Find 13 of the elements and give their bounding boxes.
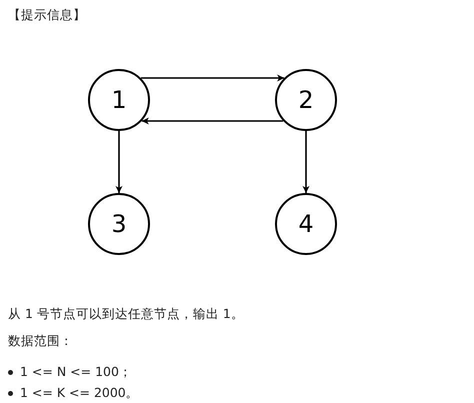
- arrow: [142, 118, 284, 124]
- node-number: 3: [111, 210, 127, 238]
- list-item-text: 1 <= K <= 2000。: [20, 385, 139, 402]
- node-number: 4: [298, 210, 314, 238]
- note-text: 数据范围：: [8, 333, 73, 350]
- note-text: 从 1 号节点可以到达任意节点，输出 1。: [8, 306, 244, 323]
- arrow: [302, 131, 310, 193]
- list-item-text: 1 <= N <= 100；: [20, 364, 132, 381]
- arrow: [140, 74, 284, 82]
- node-number: 2: [298, 86, 314, 114]
- node-number: 1: [111, 86, 127, 114]
- note-text: 【提示信息】: [8, 7, 86, 24]
- arrow: [116, 131, 122, 193]
